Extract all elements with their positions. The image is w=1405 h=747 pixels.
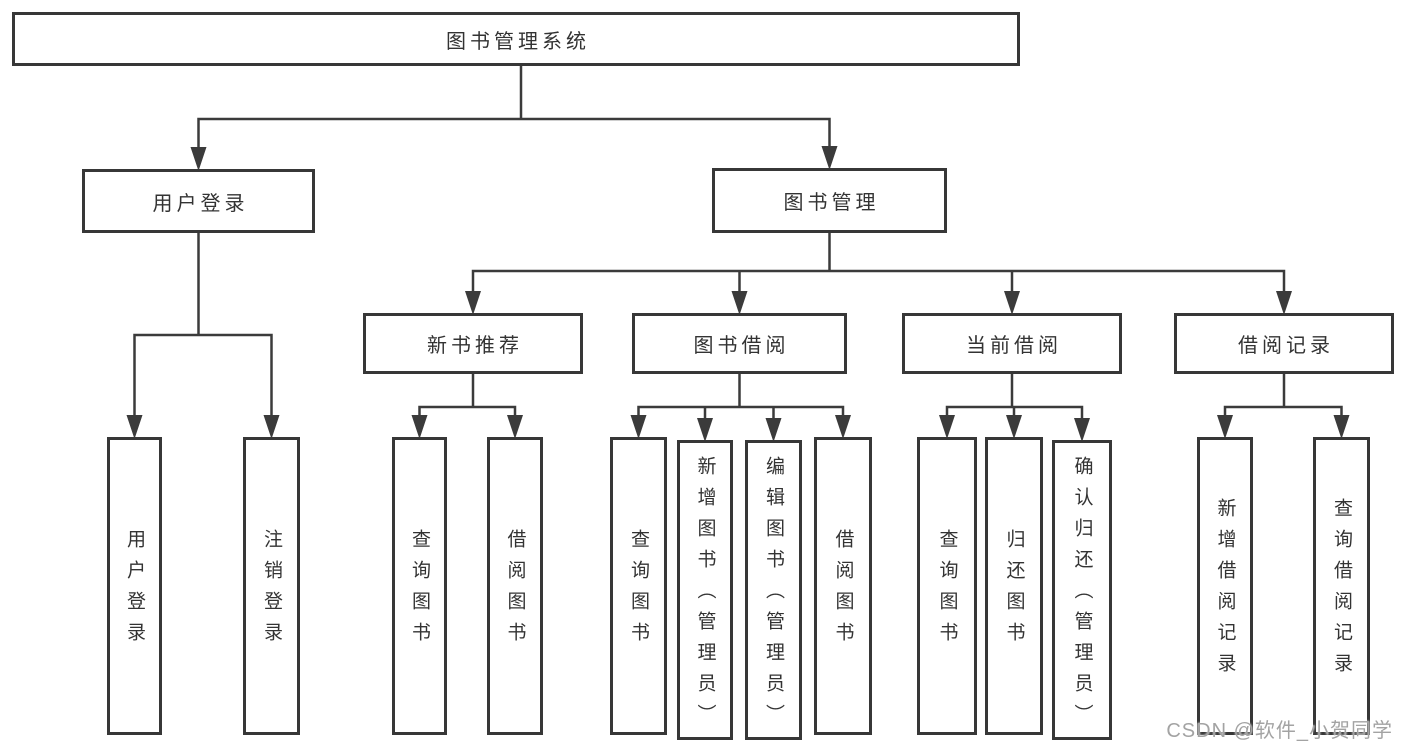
node-leaf-query-books-1: 查询图书 — [392, 437, 447, 735]
node-user-login-label: 用户登录 — [152, 192, 249, 215]
category-label: 图书借阅 — [693, 335, 790, 357]
leaf-label: 确认归还（管理员） — [1071, 455, 1093, 735]
leaf-label: 借阅图书 — [504, 529, 526, 653]
connector-categories — [471, 269, 1286, 292]
leaf-label: 查询图书 — [936, 529, 958, 653]
leaf-label: 用户登录 — [124, 529, 145, 653]
connector-cat2-children — [637, 405, 845, 420]
category-label: 借阅记录 — [1238, 335, 1334, 357]
node-user-login: 用户登录 — [82, 169, 315, 233]
leaf-label: 注销登录 — [261, 529, 282, 653]
node-leaf-user-login: 用户登录 — [107, 437, 162, 735]
node-leaf-confirm-return-admin: 确认归还（管理员） — [1052, 440, 1112, 740]
node-leaf-add-books-admin: 新增图书（管理员） — [677, 440, 733, 740]
node-leaf-logout: 注销登录 — [243, 437, 300, 735]
leaf-label: 查询图书 — [628, 529, 649, 653]
connector-level2 — [197, 117, 831, 149]
node-book-management-label: 图书管理 — [783, 192, 880, 214]
node-cat-new-book-recommend: 新书推荐 — [363, 313, 583, 374]
node-leaf-query-books-2: 查询图书 — [610, 437, 667, 735]
node-cat-book-borrow: 图书借阅 — [632, 313, 847, 374]
leaf-label: 借阅图书 — [832, 529, 854, 653]
node-leaf-borrow-books-2: 借阅图书 — [814, 437, 872, 735]
node-root: 图书管理系统 — [12, 12, 1020, 66]
node-cat-current-borrow: 当前借阅 — [902, 313, 1122, 374]
connector-userlogin-children — [133, 333, 273, 417]
leaf-label: 新增图书（管理员） — [694, 455, 716, 735]
node-leaf-query-books-3: 查询图书 — [917, 437, 977, 735]
node-leaf-query-borrow-record: 查询借阅记录 — [1313, 437, 1370, 735]
node-leaf-add-borrow-record: 新增借阅记录 — [1197, 437, 1253, 735]
connector-cat4-children — [1223, 405, 1343, 417]
category-label: 当前借阅 — [966, 335, 1062, 357]
category-label: 新书推荐 — [427, 335, 523, 357]
leaf-label: 归还图书 — [1003, 529, 1025, 653]
leaf-label: 查询图书 — [409, 529, 430, 653]
node-leaf-return-books: 归还图书 — [985, 437, 1043, 735]
leaf-label: 查询借阅记录 — [1331, 498, 1352, 684]
node-book-management: 图书管理 — [712, 168, 947, 233]
node-leaf-edit-books-admin: 编辑图书（管理员） — [745, 440, 802, 740]
node-cat-borrow-records: 借阅记录 — [1174, 313, 1394, 374]
leaf-label: 编辑图书（管理员） — [763, 455, 784, 735]
node-root-label: 图书管理系统 — [446, 30, 590, 53]
node-leaf-borrow-books-1: 借阅图书 — [487, 437, 543, 735]
csdn-watermark: CSDN @软件_小贺同学 — [1166, 720, 1393, 742]
connector-cat1-children — [418, 405, 517, 417]
arrowheads — [126, 146, 1350, 442]
leaf-label: 新增借阅记录 — [1214, 498, 1236, 684]
